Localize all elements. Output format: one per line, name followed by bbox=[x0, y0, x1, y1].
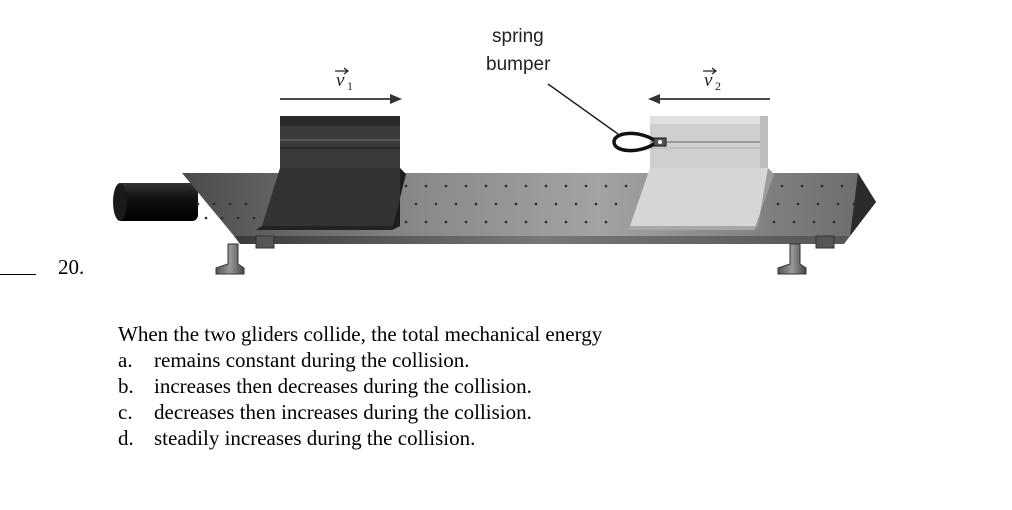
v2-label: v bbox=[704, 70, 713, 91]
v1-subscript: 1 bbox=[347, 79, 353, 93]
choice-text: decreases then increases during the coll… bbox=[154, 400, 532, 424]
choice-c: c. decreases then increases during the c… bbox=[118, 399, 532, 425]
choice-b: b. increases then decreases during the c… bbox=[118, 373, 532, 399]
spring-bumper bbox=[612, 131, 667, 153]
track-leg-right bbox=[777, 235, 835, 275]
v1-label: v bbox=[336, 70, 345, 91]
choice-text: increases then decreases during the coll… bbox=[154, 374, 532, 398]
v2-subscript: 2 bbox=[715, 79, 721, 93]
answer-blank bbox=[0, 274, 36, 275]
v1-vector-arrow-icon bbox=[335, 67, 349, 75]
choice-letter: a. bbox=[118, 348, 133, 372]
choice-d: d. steadily increases during the collisi… bbox=[118, 425, 532, 451]
velocity-arrow-2 bbox=[648, 94, 770, 104]
question-number: 20. bbox=[58, 255, 85, 279]
choice-text: steadily increases during the collision. bbox=[154, 426, 476, 450]
glider-2 bbox=[626, 116, 774, 230]
glider-1 bbox=[256, 116, 406, 230]
v2-vector-arrow-icon bbox=[703, 67, 717, 75]
choice-a: a. remains constant during the collision… bbox=[118, 347, 532, 373]
question-stem: When the two gliders collide, the total … bbox=[118, 322, 603, 346]
choice-letter: b. bbox=[118, 374, 134, 398]
air-inlet-pipe bbox=[113, 183, 198, 221]
air-track-diagram: v 1 v 2 spring bumper bbox=[113, 26, 876, 275]
choice-letter: c. bbox=[118, 400, 133, 424]
velocity-arrow-1 bbox=[280, 94, 402, 104]
spring-bumper-leader-line bbox=[547, 83, 619, 135]
spring-label-line2: bumper bbox=[486, 54, 551, 75]
answer-choices: a. remains constant during the collision… bbox=[118, 347, 532, 451]
track-leg-left bbox=[215, 235, 275, 275]
choice-letter: d. bbox=[118, 426, 134, 450]
air-track-figure: v 1 v 2 spring bumper bbox=[110, 18, 890, 283]
choice-text: remains constant during the collision. bbox=[154, 348, 470, 372]
spring-label-line1: spring bbox=[492, 26, 544, 47]
